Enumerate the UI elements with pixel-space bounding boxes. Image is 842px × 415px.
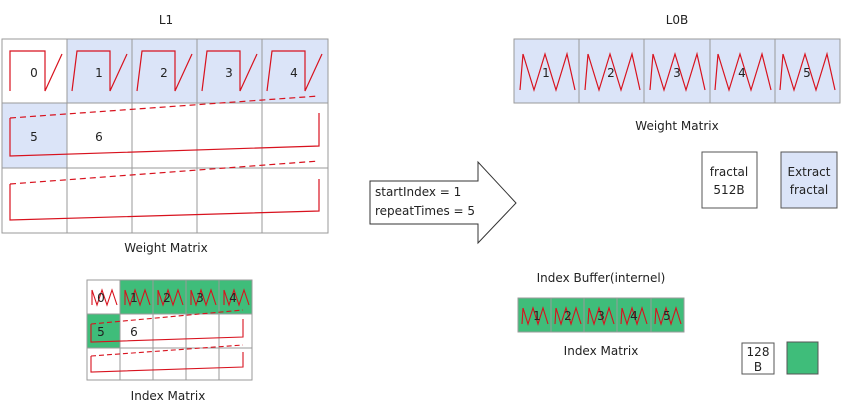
- index-buffer-matrix: 1 2 3 4 5: [517, 297, 685, 333]
- l1-index-caption: Index Matrix: [131, 389, 206, 403]
- weight-zigzag-row3: [9, 160, 320, 221]
- index-buffer-cell-label: 1: [533, 309, 541, 323]
- index-cell-label: 2: [163, 291, 171, 305]
- l0b-title: L0B: [666, 13, 689, 27]
- transfer-arrow: startIndex = 1 repeatTimes = 5: [369, 160, 517, 245]
- weight-cell-label: 6: [95, 130, 103, 144]
- weight-cell-label: 1: [95, 66, 103, 80]
- index-buffer-caption: Index Matrix: [564, 344, 639, 358]
- weight-cell-label: 0: [30, 66, 38, 80]
- index-cell-label: 4: [229, 291, 237, 305]
- l1-weight-matrix: 0 1 2 3 4 5 6: [1, 38, 329, 234]
- legend-128b-line2: B: [754, 360, 762, 374]
- start-index-label: startIndex = 1: [375, 185, 461, 199]
- index-cell-label: 1: [130, 291, 138, 305]
- l0b-zigzag: [519, 51, 836, 93]
- l0b-cell-label: 2: [607, 66, 615, 80]
- l0b-cell-label: 5: [803, 66, 811, 80]
- index-buffer-zigzag: [521, 306, 682, 326]
- legend-index-swatch: [786, 341, 819, 375]
- weight-zigzag-row2: [9, 95, 320, 157]
- index-buffer-cell-label: 2: [564, 309, 572, 323]
- index-cell-label: 3: [196, 291, 204, 305]
- l0b-cell-label: 4: [738, 66, 746, 80]
- legend-128b-line1: 128: [747, 345, 770, 359]
- legend-extract-line1: Extract: [788, 165, 831, 179]
- index-zigzag-row1: [91, 288, 250, 307]
- weight-zigzag-row1: [9, 50, 323, 92]
- weight-cell-label: 5: [30, 130, 38, 144]
- l1-weight-caption: Weight Matrix: [124, 241, 207, 255]
- index-cell-label: 0: [97, 291, 105, 305]
- index-buffer-cell-label: 3: [597, 309, 605, 323]
- l0b-weight-caption: Weight Matrix: [635, 119, 718, 133]
- index-zigzag-row3: [90, 344, 244, 373]
- index-zigzag-row2: [90, 309, 244, 343]
- legend-fractal-line2: 512B: [713, 183, 744, 197]
- index-buffer-cell-label: 5: [663, 309, 671, 323]
- weight-cell-label: 4: [290, 66, 298, 80]
- legend-extract-fractal: Extract fractal: [780, 151, 838, 209]
- l0b-cell-label: 1: [542, 66, 550, 80]
- index-buffer-cell-label: 4: [630, 309, 638, 323]
- repeat-times-label: repeatTimes = 5: [375, 204, 475, 218]
- weight-cell-highlight: [2, 103, 67, 168]
- l1-title: L1: [159, 13, 173, 27]
- index-cell-label: 6: [130, 325, 138, 339]
- weight-cell-label: 2: [160, 66, 168, 80]
- weight-cell-label: 3: [225, 66, 233, 80]
- legend-128b: 128 B: [741, 342, 775, 375]
- l1-index-matrix: 0 1 2 3 4 5 6: [86, 279, 253, 381]
- legend-extract-line2: fractal: [790, 183, 829, 197]
- index-buffer-title: Index Buffer(internel): [537, 271, 666, 285]
- legend-fractal-512b: fractal 512B: [701, 151, 758, 209]
- l0b-cell-label: 3: [673, 66, 681, 80]
- legend-fractal-line1: fractal: [710, 165, 749, 179]
- index-cell-label: 5: [97, 325, 105, 339]
- l0b-weight-matrix: 1 2 3 4 5: [513, 38, 841, 104]
